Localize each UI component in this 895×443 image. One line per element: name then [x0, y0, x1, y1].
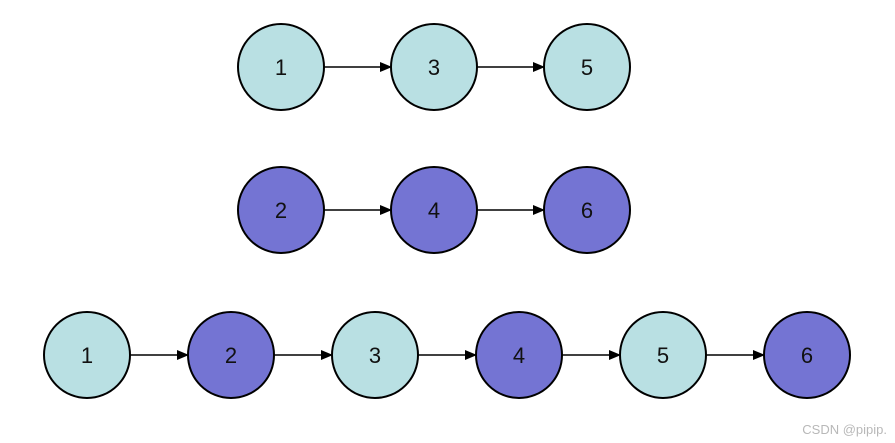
- node-value-label: 2: [275, 198, 287, 223]
- list-node-2: [187, 311, 275, 399]
- list-node-4: [390, 166, 478, 254]
- list-node-5: [619, 311, 707, 399]
- list-node-1: [43, 311, 131, 399]
- node-value-label: 6: [801, 343, 813, 368]
- node-value-label: 5: [581, 55, 593, 80]
- node-value-label: 1: [81, 343, 93, 368]
- node-value-label: 5: [657, 343, 669, 368]
- node-value-label: 4: [513, 343, 525, 368]
- list-a: 1 3 5: [237, 23, 631, 111]
- merged-list: 1 2 3 4 5 6: [43, 311, 851, 399]
- list-node-5: [543, 23, 631, 111]
- node-value-label: 3: [369, 343, 381, 368]
- list-b: 2 4 6: [237, 166, 631, 254]
- list-node-3: [390, 23, 478, 111]
- list-node-4: [475, 311, 563, 399]
- list-node-6: [543, 166, 631, 254]
- list-node-3: [331, 311, 419, 399]
- node-value-label: 4: [428, 198, 440, 223]
- watermark: CSDN @pipip.: [802, 422, 887, 437]
- list-node-2: [237, 166, 325, 254]
- list-node-1: [237, 23, 325, 111]
- node-value-label: 1: [275, 55, 287, 80]
- node-value-label: 2: [225, 343, 237, 368]
- list-node-6: [763, 311, 851, 399]
- node-value-label: 6: [581, 198, 593, 223]
- node-value-label: 3: [428, 55, 440, 80]
